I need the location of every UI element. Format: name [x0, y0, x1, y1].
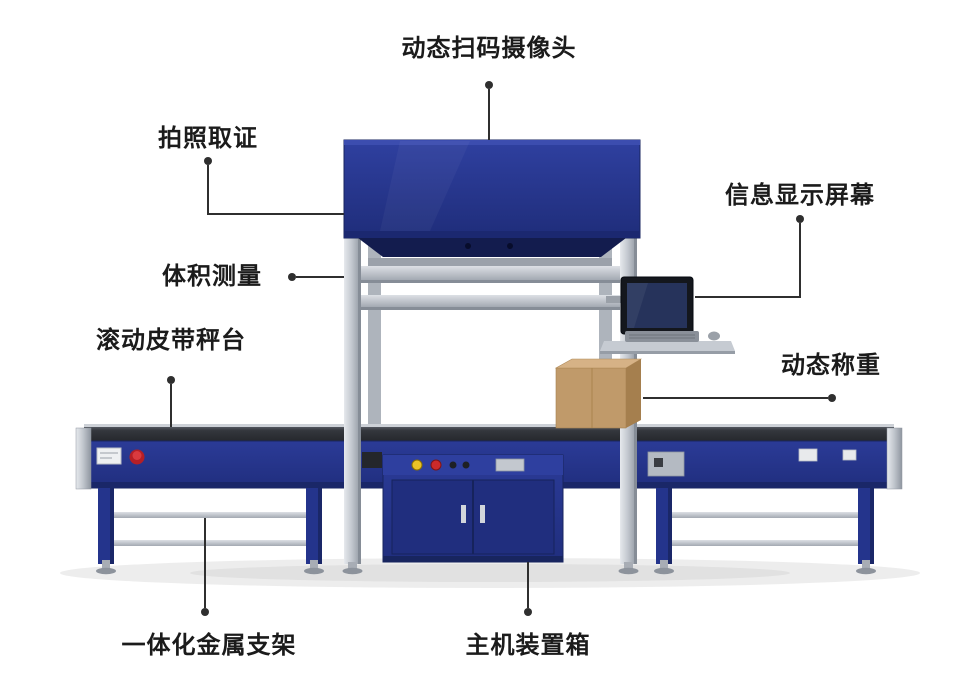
gantry-cross-beams — [344, 258, 637, 310]
main-unit-cabinet — [382, 454, 564, 563]
label-main-unit-box: 主机装置箱 — [465, 632, 591, 659]
name-plate — [96, 447, 122, 465]
monitor-screen — [627, 283, 687, 328]
leader-dynamic-weighing — [643, 394, 836, 402]
leader-info-display — [695, 215, 804, 298]
label-dynamic-weighing: 动态称重 — [781, 352, 881, 379]
control-button-black-2 — [462, 461, 470, 469]
camera-lens-2 — [507, 243, 513, 249]
conveyor-right-endcap — [886, 427, 903, 490]
info-display-monitor — [606, 276, 694, 341]
leader-photo-capture — [204, 157, 344, 215]
label-belt-scale: 滚动皮带秤台 — [96, 327, 246, 354]
control-button-black-1 — [449, 461, 457, 469]
mouse — [708, 331, 720, 341]
label-metal-frame: 一体化金属支架 — [121, 632, 297, 659]
control-button-red — [430, 459, 442, 471]
label-info-display: 信息显示屏幕 — [725, 182, 875, 209]
info-tag-small — [842, 449, 857, 461]
door-handle-right — [480, 505, 485, 523]
keyboard-tray — [600, 331, 735, 354]
label-volume-measure: 体积测量 — [162, 263, 262, 290]
floor-shadow — [60, 558, 920, 588]
monitor-arm — [606, 296, 624, 303]
belt-surface — [84, 427, 894, 441]
camera-housing — [343, 139, 641, 257]
frame-legs — [96, 488, 876, 575]
leader-lines — [167, 81, 836, 616]
leader-main-unit-box — [524, 562, 532, 616]
weighing-sensor-box — [647, 451, 685, 477]
keyboard — [625, 331, 699, 342]
camera-lens-1 — [465, 243, 471, 249]
info-tag — [798, 448, 818, 462]
leader-belt-scale — [167, 376, 175, 427]
belt-top-rail — [84, 424, 894, 427]
camera-opening — [358, 238, 626, 257]
leader-volume-measure — [288, 273, 344, 281]
leader-metal-frame — [201, 518, 209, 616]
conveyor-left-endcap — [75, 427, 92, 490]
control-button-yellow — [411, 459, 423, 471]
label-photo-capture: 拍照取证 — [158, 125, 258, 152]
left-panel-details — [96, 447, 145, 465]
control-plate — [495, 458, 525, 472]
label-scan-camera: 动态扫码摄像头 — [401, 35, 577, 62]
sensor-bracket — [362, 452, 382, 468]
right-panel-details — [362, 448, 857, 477]
leader-scan-camera — [485, 81, 493, 140]
door-handle-left — [461, 505, 466, 523]
parcel-box — [554, 358, 643, 429]
